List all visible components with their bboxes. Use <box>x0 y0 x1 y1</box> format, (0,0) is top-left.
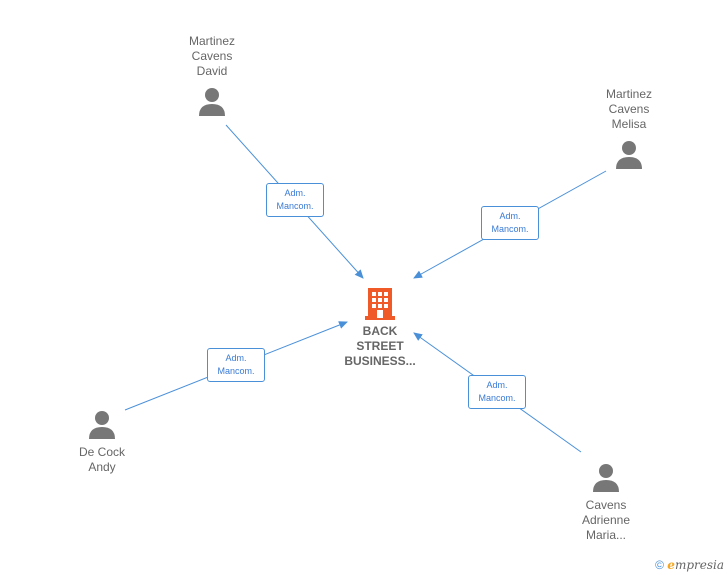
person-name-line: Cavens <box>585 498 627 512</box>
person-name-line: Maria... <box>585 528 626 542</box>
relation-role: Adm. <box>225 353 247 363</box>
relation-role: Adm. <box>486 380 508 390</box>
relation-role: Adm. <box>499 211 521 221</box>
relation-role: Adm. <box>284 188 306 198</box>
person-name-line: Cavens <box>608 102 650 116</box>
person-node-martinez-melisa[interactable]: Martinez Cavens Melisa <box>589 87 669 170</box>
brand-logo-rest: mpresia <box>674 558 724 572</box>
person-name-line: Martinez <box>605 87 652 101</box>
relation-badge-de-cock-andy[interactable]: Adm. Mancom. <box>207 348 265 382</box>
person-name-line: Cavens <box>191 49 233 63</box>
person-node-martinez-david[interactable]: Martinez Cavens David <box>172 34 252 117</box>
person-icon <box>199 88 225 116</box>
person-icon <box>616 141 642 169</box>
company-name-line-2: STREET <box>356 339 404 353</box>
brand-logo-e: e <box>667 558 675 572</box>
copyright-icon: © <box>655 558 664 572</box>
footer-watermark: © empresia <box>655 558 724 572</box>
person-name-line: Andy <box>88 460 116 474</box>
person-name-line: Melisa <box>611 117 647 131</box>
person-node-cavens-adrienne[interactable]: Cavens Adrienne Maria... <box>566 463 646 543</box>
relation-role-detail: Mancom. <box>491 224 529 234</box>
person-icon <box>593 464 619 492</box>
company-node[interactable]: BACK STREET BUSINESS... <box>330 286 430 369</box>
person-name-line: David <box>196 64 228 78</box>
person-name-line: De Cock <box>78 445 125 459</box>
person-icon <box>89 411 115 439</box>
relation-role-detail: Mancom. <box>478 393 516 403</box>
person-name-line: Martinez <box>188 34 235 48</box>
company-name-line-1: BACK <box>362 324 398 338</box>
person-name-line: Adrienne <box>581 513 631 527</box>
relation-badge-martinez-melisa[interactable]: Adm. Mancom. <box>481 206 539 240</box>
person-node-de-cock-andy[interactable]: De Cock Andy <box>62 410 142 475</box>
brand-logo[interactable]: empresia <box>667 558 724 572</box>
company-name-line-3: BUSINESS... <box>344 354 416 368</box>
relation-badge-cavens-adrienne[interactable]: Adm. Mancom. <box>468 375 526 409</box>
relation-role-detail: Mancom. <box>276 201 314 211</box>
relation-role-detail: Mancom. <box>217 366 255 376</box>
relation-badge-martinez-david[interactable]: Adm. Mancom. <box>266 183 324 217</box>
building-icon <box>365 288 395 320</box>
